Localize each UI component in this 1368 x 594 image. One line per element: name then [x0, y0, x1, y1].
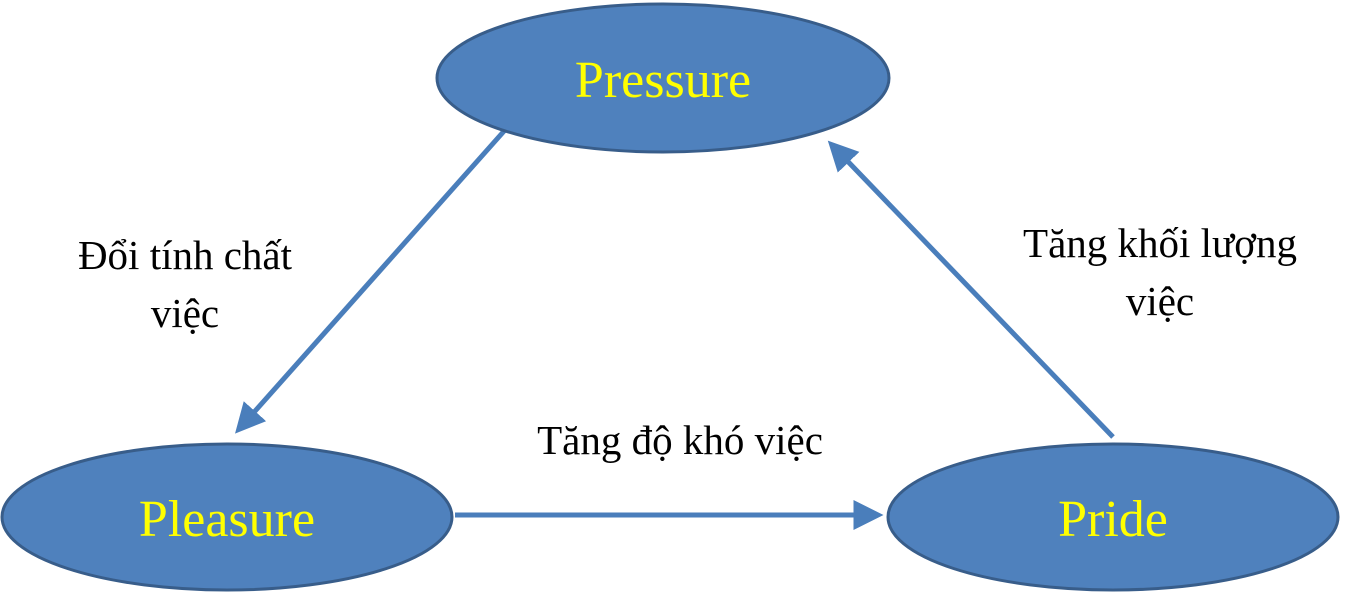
edge-label-line: việc: [150, 290, 220, 336]
edge-label-pride-to-pressure: Tăng khối lượng việc: [980, 214, 1340, 330]
edge-label-line: Đổi tính chất: [77, 232, 293, 278]
edge-label-pleasure-to-pride: Tăng độ khó việc: [480, 411, 880, 469]
node-pleasure-label: Pleasure: [139, 491, 315, 548]
node-pressure-label: Pressure: [575, 52, 751, 109]
arrow-pride-to-pressure: [827, 140, 1115, 439]
node-pressure: Pressure: [435, 2, 891, 154]
arrow-pressure-to-pleasure: [235, 128, 507, 434]
edge-label-pressure-to-pleasure: Đổi tính chất việc: [35, 226, 335, 342]
edge-label-line: Tăng độ khó việc: [537, 417, 823, 463]
node-pride: Pride: [886, 442, 1340, 592]
node-pride-label: Pride: [1058, 491, 1168, 548]
edge-label-line: Tăng khối lượng: [1023, 220, 1297, 266]
node-pleasure: Pleasure: [0, 442, 454, 592]
edge-label-line: việc: [1125, 278, 1195, 324]
